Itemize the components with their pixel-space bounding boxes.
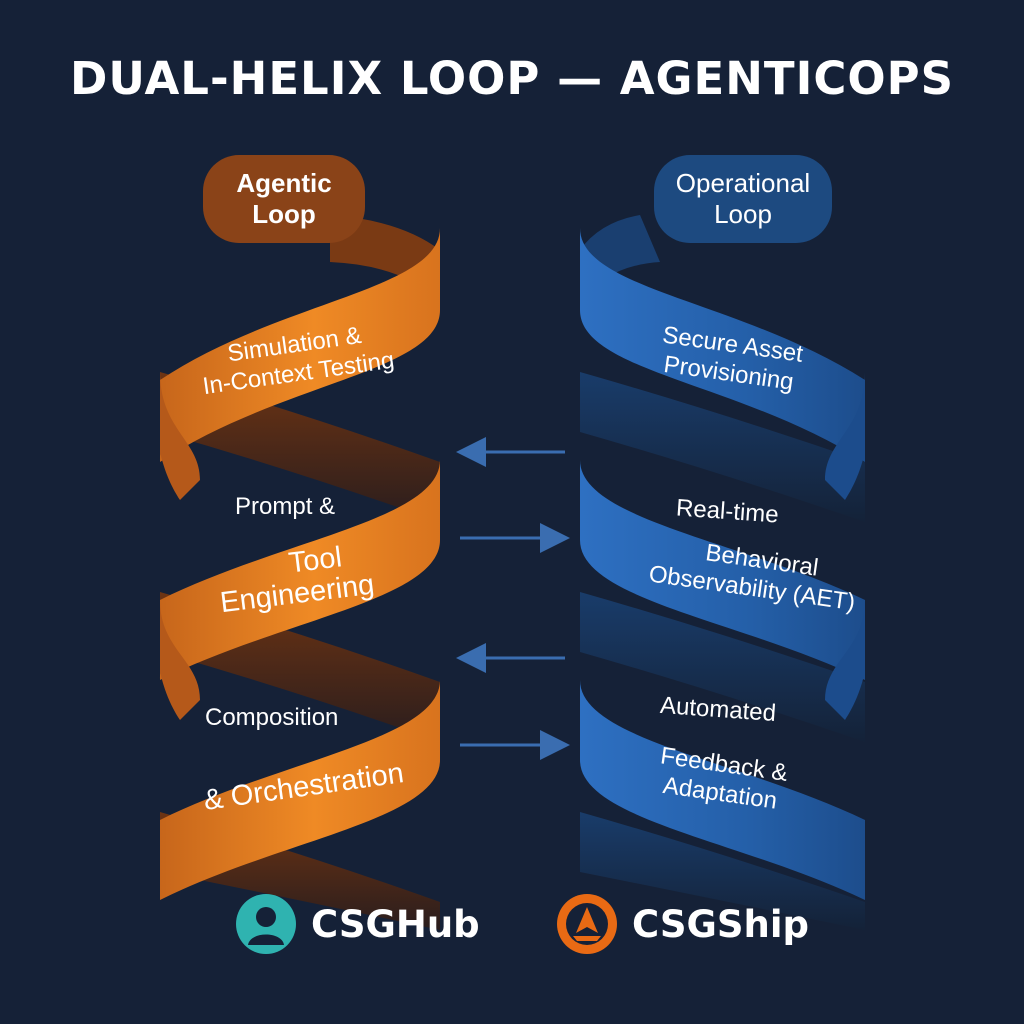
connector-arrows xyxy=(456,437,570,760)
agentic-loop-label: Agentic Loop xyxy=(203,155,365,243)
person-icon xyxy=(236,894,296,954)
step-line: Prompt & xyxy=(235,493,336,520)
ship-icon xyxy=(557,894,617,954)
brand-name: CSGHub xyxy=(311,902,480,946)
page-title: DUAL-HELIX LOOP — AGENTICOPS xyxy=(69,52,955,105)
operational-helix-front xyxy=(580,228,865,900)
step-line: Composition xyxy=(205,704,339,731)
brand-csgship: CSGShip xyxy=(556,893,809,955)
operational-loop-label: Operational Loop xyxy=(654,155,832,243)
operational-loop-label-line1: Operational xyxy=(675,168,811,198)
brand-csghub: CSGHub xyxy=(235,893,480,955)
agentic-helix-front xyxy=(160,228,440,900)
operational-loop-label-line2: Loop xyxy=(714,199,772,229)
agentic-loop-label-line2: Loop xyxy=(252,199,316,229)
agentic-loop-label-line1: Agentic xyxy=(236,168,332,198)
agentic-step-composition: Composition xyxy=(205,703,338,732)
operational-helix-back xyxy=(580,215,865,930)
brand-name: CSGShip xyxy=(632,902,810,946)
agentic-step-prompt-title: Prompt & xyxy=(235,492,335,521)
